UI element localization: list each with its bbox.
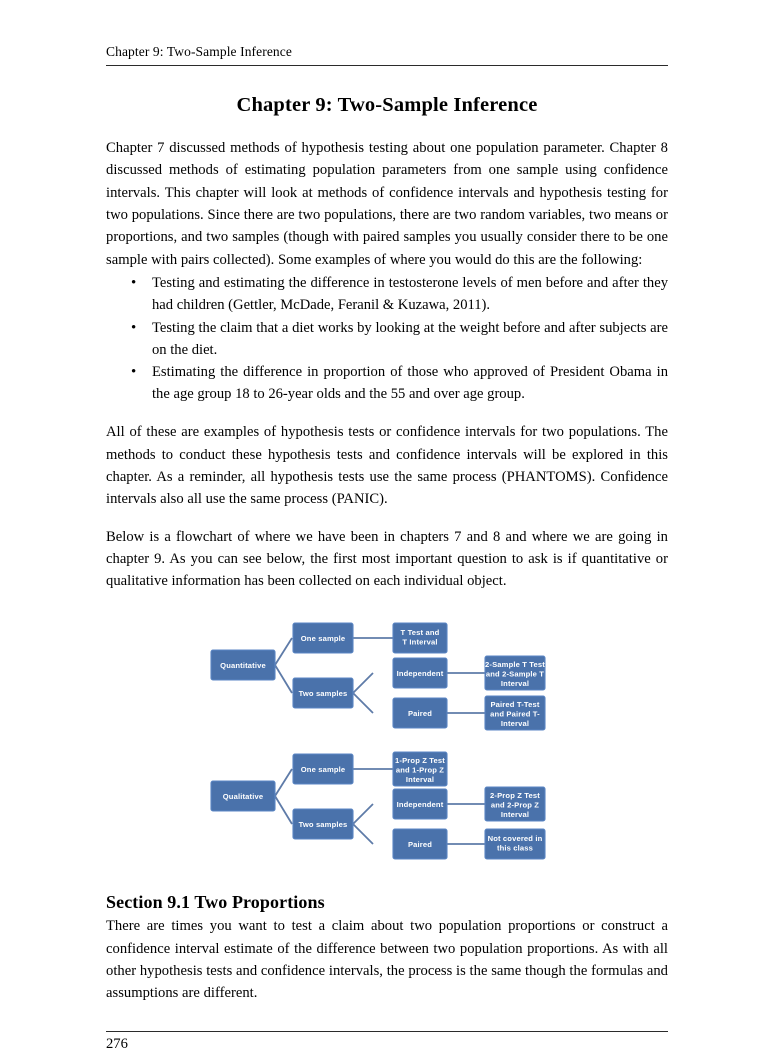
box-quant-independent-label: Independent xyxy=(397,669,444,678)
examples-list: • Testing and estimating the difference … xyxy=(106,273,668,406)
box-quant-indep-result xyxy=(484,655,546,692)
bullet-icon: • xyxy=(131,319,137,336)
box-quantitative xyxy=(210,649,276,682)
box-quant-independent xyxy=(392,657,448,690)
box-quant-one-sample xyxy=(292,622,354,655)
summary-paragraph: All of these are examples of hypothesis … xyxy=(106,424,668,508)
list-item-text: Testing and estimating the difference in… xyxy=(152,274,668,313)
box-qual-independent-label: Independent xyxy=(397,800,444,809)
list-item-text: Testing the claim that a diet works by l… xyxy=(152,319,668,358)
section-paragraph: There are times you want to test a claim… xyxy=(106,918,668,1002)
connector-quant-two-indep xyxy=(352,672,374,695)
box-qual-one-sample-label: One sample xyxy=(301,765,346,774)
connector-quant-two-paired xyxy=(352,692,374,715)
running-header-text: Chapter 9: Two-Sample Inference xyxy=(106,44,292,59)
box-qual-independent xyxy=(392,788,448,821)
page-title: Chapter 9: Two-Sample Inference xyxy=(236,93,538,116)
box-qual-two-samples xyxy=(292,808,354,841)
box-qual-paired-result xyxy=(484,828,546,861)
connector-quant-root-one xyxy=(274,638,293,666)
document-page: Chapter 9: Two-Sample Inference Chapter … xyxy=(106,0,668,1053)
flowchart-intro-paragraph: Below is a flowchart of where we have be… xyxy=(106,528,668,590)
connector-qual-root-one xyxy=(274,769,293,797)
footer-divider xyxy=(106,1030,668,1032)
box-qual-two-samples-label: Two samples xyxy=(299,820,348,829)
inference-flowchart: .fcbox { fill: #4a72ab; stroke: #5b86c4;… xyxy=(106,614,668,866)
box-quantitative-label: Quantitative xyxy=(220,661,266,670)
bullet-icon: • xyxy=(131,364,137,381)
box-qual-one-result xyxy=(392,751,448,788)
box-quant-two-samples xyxy=(292,677,354,710)
connector-quant-root-two xyxy=(274,665,293,694)
connector-qual-two-indep xyxy=(352,803,374,826)
connector-qual-root-two xyxy=(274,796,293,825)
box-qual-indep-result xyxy=(484,786,546,823)
header-divider xyxy=(106,64,668,66)
box-quant-paired-label: Paired xyxy=(408,709,432,718)
box-qualitative-label: Qualitative xyxy=(223,792,263,801)
box-quant-two-samples-label: Two samples xyxy=(299,689,348,698)
box-qualitative xyxy=(210,780,276,813)
list-item: • Estimating the difference in proportio… xyxy=(106,362,668,406)
box-quant-paired xyxy=(392,697,448,730)
list-item: • Testing the claim that a diet works by… xyxy=(106,318,668,362)
box-qual-paired xyxy=(392,828,448,861)
list-item: • Testing and estimating the difference … xyxy=(106,273,668,317)
box-quant-one-result xyxy=(392,622,448,655)
list-item-text: Estimating the difference in proportion … xyxy=(152,364,668,403)
page-number: 276 xyxy=(106,1035,128,1052)
intro-paragraph: Chapter 7 discussed methods of hypothesi… xyxy=(106,139,668,268)
section-heading: Section 9.1 Two Proportions xyxy=(106,892,325,913)
box-quant-paired-result xyxy=(484,695,546,732)
box-qual-paired-label: Paired xyxy=(408,840,432,849)
box-qual-one-sample xyxy=(292,753,354,786)
bullet-icon: • xyxy=(131,274,137,291)
running-header: Chapter 9: Two-Sample Inference xyxy=(106,0,668,66)
connector-qual-two-paired xyxy=(352,823,374,846)
box-quant-one-sample-label: One sample xyxy=(301,634,346,643)
flowchart-svg: .fcbox { fill: #4a72ab; stroke: #5b86c4;… xyxy=(210,622,546,861)
